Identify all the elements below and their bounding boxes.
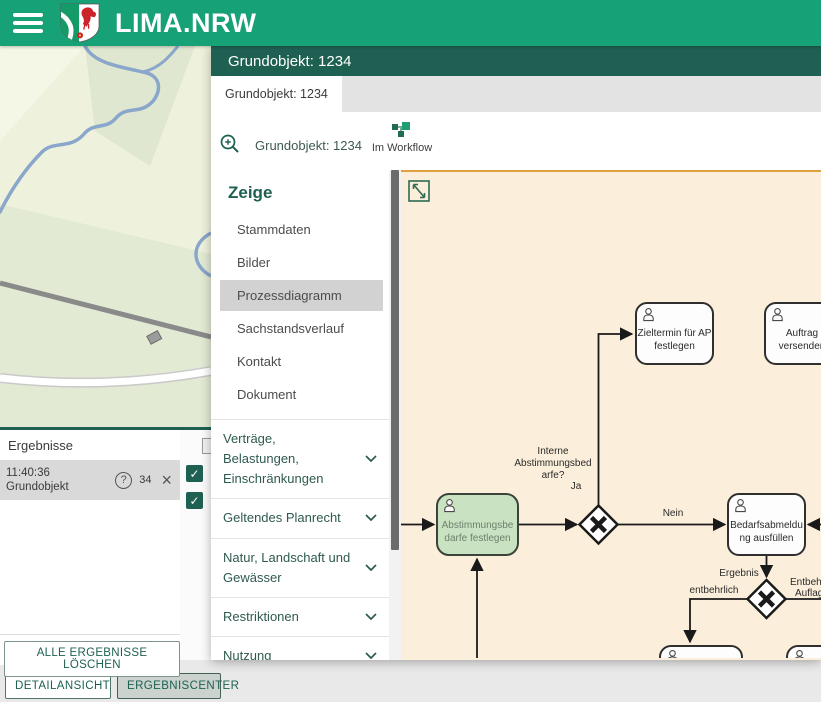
flow-labels: Interne Abstimmungsbed arfe? Ja Nein Erg… xyxy=(514,446,821,599)
sidebar-item-dokument[interactable]: Dokument xyxy=(237,387,297,402)
sidebar-heading: Zeige xyxy=(228,183,273,202)
divider xyxy=(0,634,180,635)
results-panel-top-border xyxy=(0,427,211,430)
modal-toolbar: Grundobjekt: 1234 Im Workflow xyxy=(211,112,821,170)
svg-text:Nein: Nein xyxy=(663,508,684,519)
sidebar-item-sachstandsverlauf[interactable]: Sachstandsverlauf xyxy=(237,321,344,336)
svg-text:Interne: Interne xyxy=(537,446,569,457)
app-header: LIMA.NRW xyxy=(0,0,821,46)
sidebar-section-natur[interactable]: Natur, Landschaft und Gewässer xyxy=(211,537,389,597)
svg-text:Zieltermin für AP: Zieltermin für AP xyxy=(638,328,712,339)
sequence-flows xyxy=(401,327,821,658)
expand-diagram-icon[interactable] xyxy=(408,180,430,202)
close-icon[interactable]: × xyxy=(161,470,172,490)
nrw-coat-of-arms-icon xyxy=(60,3,100,43)
svg-text:Entbehrlich: Entbehrlich xyxy=(790,577,821,588)
result-time: 11:40:36 xyxy=(6,466,50,479)
sidebar-item-bilder[interactable]: Bilder xyxy=(237,255,271,270)
exclusive-gateway-1[interactable] xyxy=(577,503,620,546)
result-count: 34 xyxy=(139,474,152,486)
chevron-down-icon xyxy=(365,652,377,660)
modal-title: Grundobjekt: 1234 xyxy=(228,52,352,70)
workflow-button[interactable]: Im Workflow xyxy=(363,121,441,154)
map-canvas[interactable] xyxy=(0,46,211,430)
sidebar-section-planrecht[interactable]: Geltendes Planrecht xyxy=(211,498,389,537)
sidebar-item-stammdaten[interactable]: Stammdaten xyxy=(237,222,311,237)
menu-icon[interactable] xyxy=(13,9,43,37)
tab-grundobjekt[interactable]: Grundobjekt: 1234 xyxy=(211,76,342,112)
svg-text:Auftrag: Auftrag xyxy=(786,328,818,339)
result-label: Grundobjekt xyxy=(6,481,69,493)
app-title: LIMA.NRW xyxy=(115,7,257,38)
result-item[interactable]: 11:40:36 Grundobjekt ? 34 × xyxy=(0,460,180,500)
layer-panel-edge: ✓ ✓ xyxy=(180,430,214,660)
task-zieltermin[interactable]: Zieltermin für AP festlegen xyxy=(635,302,714,365)
sidebar-item-prozessdiagramm[interactable]: Prozessdiagramm xyxy=(220,280,383,311)
svg-text:Abstimmungsbed: Abstimmungsbed xyxy=(514,458,591,469)
task-abstimmungsbedarfe[interactable]: Abstimmungsbe darfe festlegen xyxy=(436,493,519,556)
task-partial-right[interactable] xyxy=(786,645,821,660)
svg-text:entbehrlich: entbehrlich xyxy=(690,585,739,596)
map-image xyxy=(0,46,211,430)
workflow-icon xyxy=(392,122,410,137)
sidebar-section-nutzung[interactable]: Nutzung xyxy=(211,635,389,660)
svg-text:festlegen: festlegen xyxy=(654,341,695,352)
help-icon[interactable]: ? xyxy=(115,471,133,489)
svg-text:Ja: Ja xyxy=(571,481,582,492)
modal-header[interactable]: Grundobjekt: 1234 xyxy=(211,46,821,76)
grundobjekt-modal: Grundobjekt: 1234 Grundobjekt: 1234 Grun… xyxy=(211,46,821,660)
results-center-button[interactable]: ERGEBNISCENTER xyxy=(117,673,239,699)
chevron-down-icon xyxy=(365,613,377,621)
results-panel: Ergebnisse 11:40:36 Grundobjekt ? 34 × A… xyxy=(0,430,180,677)
sidebar-item-kontakt[interactable]: Kontakt xyxy=(237,354,282,369)
sidebar-section-restriktionen[interactable]: Restriktionen xyxy=(211,596,389,636)
svg-text:Bedarfsabmeldu: Bedarfsabmeldu xyxy=(730,520,803,531)
workflow-label: Im Workflow xyxy=(371,142,433,154)
svg-text:Ergebnis: Ergebnis xyxy=(719,568,758,579)
svg-text:versenden: versenden xyxy=(779,341,821,352)
svg-text:arfe?: arfe? xyxy=(542,470,565,481)
process-diagram[interactable]: Zieltermin für AP festlegen Auftrag vers… xyxy=(401,170,821,660)
zoom-in-icon[interactable] xyxy=(219,133,241,155)
result-item-text: 11:40:36 Grundobjekt xyxy=(6,466,115,495)
scrollbar[interactable] xyxy=(389,170,401,660)
object-label: Grundobjekt: 1234 xyxy=(255,138,362,153)
task-auftrag[interactable]: Auftrag versenden xyxy=(764,302,821,365)
sidebar-section-vertraege[interactable]: Verträge, Belastungen, Einschränkungen xyxy=(211,419,389,498)
task-bedarfsabmeldung[interactable]: Bedarfsabmeldu ng ausfüllen xyxy=(727,493,806,556)
layer-checkbox[interactable]: ✓ xyxy=(186,465,203,482)
clear-results-button[interactable]: ALLE ERGEBNISSE LÖSCHEN xyxy=(4,641,180,677)
svg-text:darfe festlegen: darfe festlegen xyxy=(444,533,510,544)
exclusive-gateway-2[interactable] xyxy=(745,578,788,620)
scrollbar-thumb[interactable] xyxy=(391,170,399,550)
tab-strip: Grundobjekt: 1234 xyxy=(211,76,821,112)
svg-text:ng ausfüllen: ng ausfüllen xyxy=(740,533,794,544)
svg-text:Abstimmungsbe: Abstimmungsbe xyxy=(442,520,514,531)
detail-view-button[interactable]: DETAILANSICHT xyxy=(5,673,111,699)
results-title: Ergebnisse xyxy=(8,438,74,453)
chevron-down-icon xyxy=(365,455,377,463)
chevron-down-icon xyxy=(365,564,377,571)
chevron-down-icon xyxy=(365,514,377,522)
modal-sidebar: Zeige Stammdaten Bilder Prozessdiagramm … xyxy=(211,170,389,660)
layer-checkbox[interactable]: ✓ xyxy=(186,492,203,509)
svg-text:Auflage: Auflage xyxy=(795,588,821,599)
task-partial-left[interactable] xyxy=(659,645,743,660)
